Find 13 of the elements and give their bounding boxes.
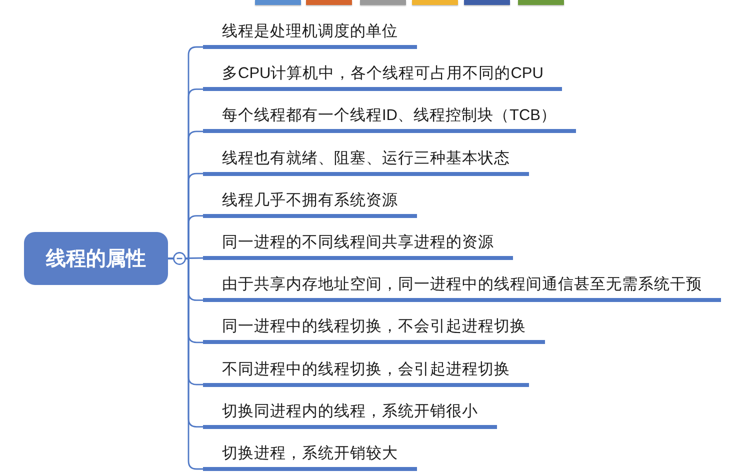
- topic-text: 同一进程的不同线程间共享进程的资源: [222, 233, 494, 253]
- topic-text: 线程是处理机调度的单位: [222, 22, 398, 42]
- topic-text: 线程几乎不拥有系统资源: [222, 190, 398, 211]
- topic-text: 由于共享内存地址空间，同一进程中的线程间通信甚至无需系统干预: [222, 275, 702, 296]
- topic-text: 多CPU计算机中，各个线程可占用不同的CPU: [222, 64, 544, 84]
- topic-text: 同一进程中的线程切换，不会引起进程切换: [222, 317, 526, 338]
- central-topic-title: 线程的属性: [46, 246, 146, 272]
- central-topic-box: [24, 232, 168, 285]
- topic-text: 切换进程，系统开销较大: [222, 444, 398, 464]
- topic-text: 不同进程中的线程切换，会引起进程切换: [222, 360, 510, 380]
- topic-text: 线程也有就绪、阻塞、运行三种基本状态: [222, 148, 510, 169]
- topic-text: 切换同进程内的线程，系统开销很小: [222, 402, 478, 422]
- topic-text: 每个线程都有一个线程ID、线程控制块（TCB）: [222, 106, 556, 126]
